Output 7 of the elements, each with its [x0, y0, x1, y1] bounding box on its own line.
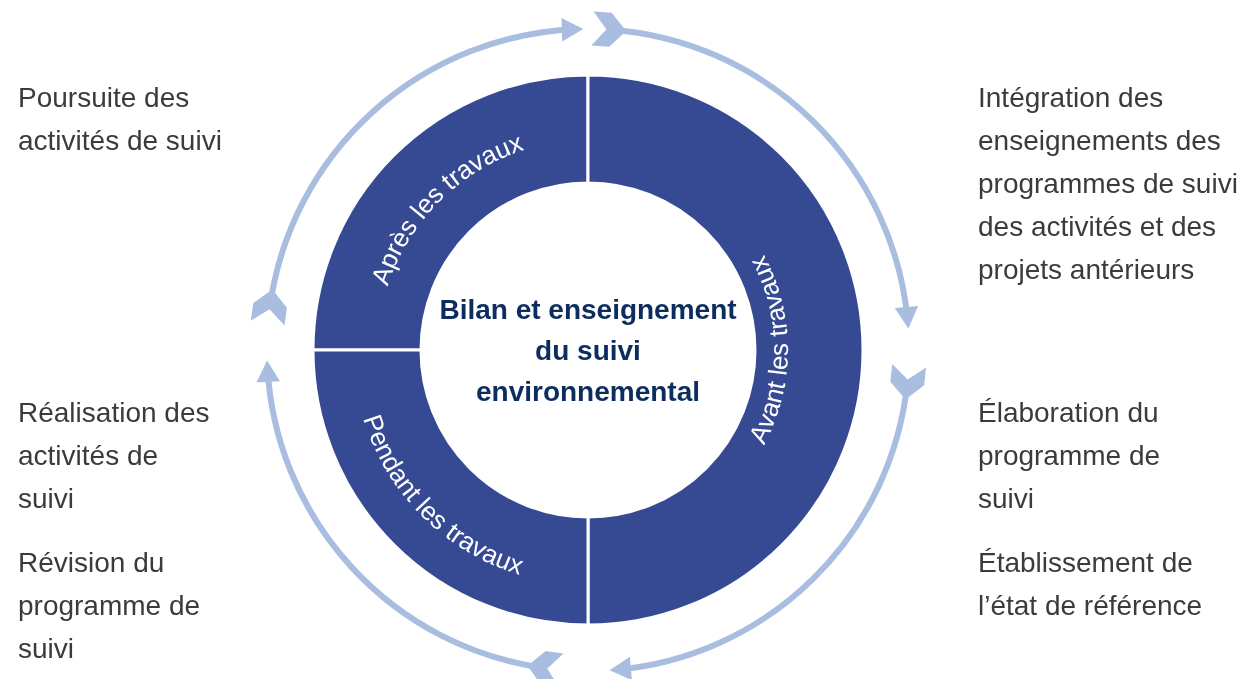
stage-note: Révision du programme de suivi — [18, 546, 202, 666]
stage-note: Élaboration du programme de suivi — [978, 396, 1162, 516]
stage-note: Poursuite des activités de suivi — [18, 81, 223, 158]
stage-note: Établissement de l’état de référence — [978, 546, 1204, 623]
stage-note: Intégration des enseignements des programmes de suivi des activités et des projets antérieurs — [978, 81, 1239, 287]
stage-note: Réalisation des activités de suivi — [18, 396, 211, 516]
center-title: Bilan et enseignement du suivi environnemental — [438, 292, 738, 409]
